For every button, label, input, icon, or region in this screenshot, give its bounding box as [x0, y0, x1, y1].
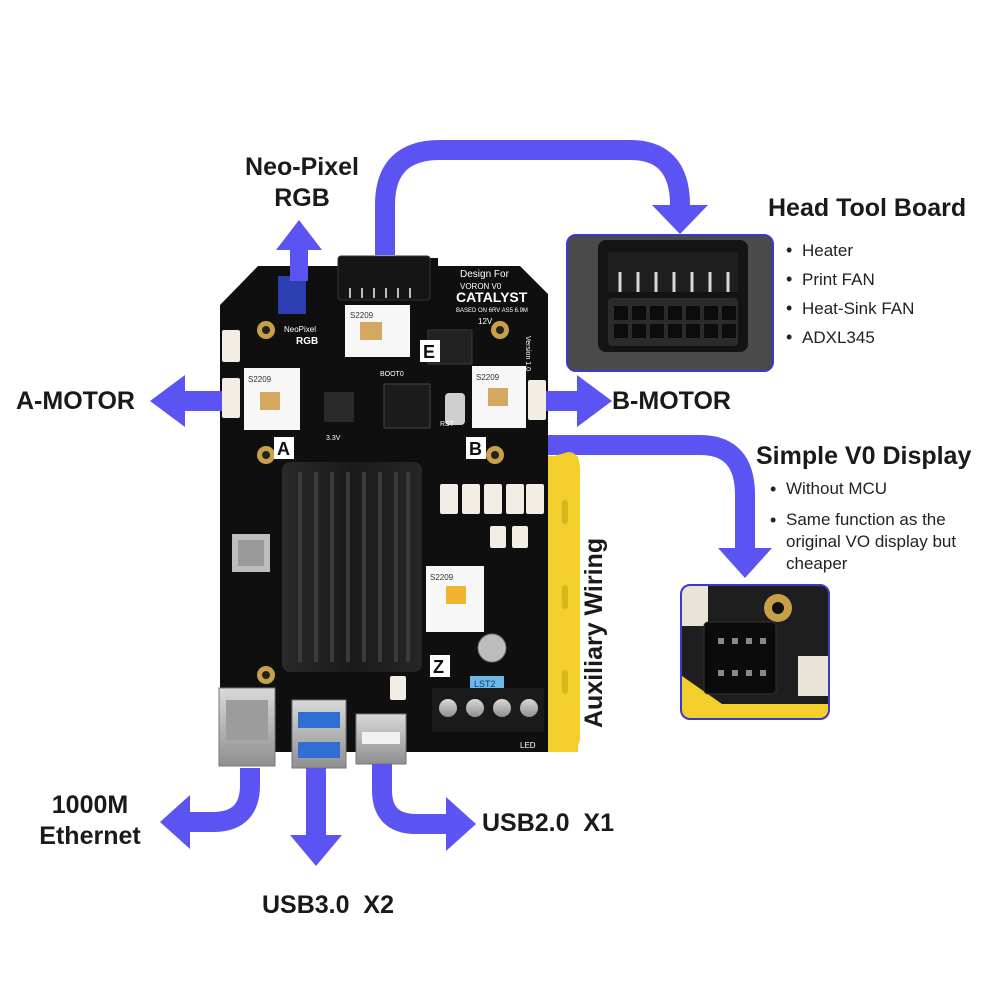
- display-photo: [680, 584, 830, 720]
- catalyst-board: [218, 255, 548, 769]
- display-connector-icon: [682, 586, 828, 718]
- b-motor-label: B-MOTOR: [612, 387, 731, 415]
- neopixel-label: Neo-Pixel RGB: [222, 152, 382, 214]
- b-motor-arrowhead: [577, 375, 612, 427]
- silk-version: Version 1.0: [524, 336, 531, 371]
- head-tool-board-list: Heater Print FAN Heat-Sink FAN ADXL345: [786, 236, 986, 352]
- silk-3v3: 3.3V: [326, 435, 341, 442]
- a-motor-arrow-shaft: [180, 391, 222, 411]
- silk-rst: RST: [440, 421, 455, 428]
- usb3-arrowhead: [290, 835, 342, 866]
- ethernet-arrow: [185, 768, 260, 832]
- ethernet-label: 1000M Ethernet: [28, 790, 152, 852]
- head-tool-board-photo: [566, 234, 774, 372]
- display-arrow: [545, 435, 755, 552]
- a-motor-arrowhead: [150, 375, 185, 427]
- list-item: Without MCU: [770, 478, 970, 500]
- list-item: Heat-Sink FAN: [786, 294, 986, 323]
- silk-catalyst: CATALYST: [456, 289, 528, 305]
- silk-led: LED: [520, 741, 536, 750]
- head-tool-board-title: Head Tool Board: [768, 194, 967, 222]
- connector-icon: [568, 236, 772, 370]
- list-item: Print FAN: [786, 265, 986, 294]
- axis-z-label: Z: [433, 657, 444, 677]
- silk-voron: VORON V0: [460, 282, 502, 291]
- driver-chip-z: S2209: [430, 573, 454, 582]
- silk-12v: 12V: [478, 317, 493, 326]
- usb2-arrow: [372, 764, 450, 834]
- neopixel-arrow-shaft: [290, 245, 308, 281]
- usb2-arrowhead: [446, 797, 476, 851]
- driver-chip-b: S2209: [476, 373, 500, 382]
- auxiliary-wiring-label: Auxiliary Wiring: [580, 537, 608, 728]
- axis-e-label: E: [423, 342, 435, 362]
- silk-subtitle: BASED ON 6RV AS5 6.9M: [456, 308, 528, 314]
- display-arrowhead: [718, 548, 772, 578]
- list-item: Same function as the original VO display…: [770, 509, 970, 575]
- auxiliary-board: [548, 452, 580, 752]
- silk-design-for: Design For: [460, 269, 510, 280]
- display-title: Simple V0 Display: [756, 442, 972, 470]
- axis-a-label: A: [277, 439, 290, 459]
- ethernet-label-line1: 1000M: [51, 791, 129, 819]
- silk-rgb: RGB: [296, 336, 318, 347]
- list-item: ADXL345: [786, 323, 986, 352]
- neopixel-arrowhead: [276, 220, 322, 250]
- usb3-label: USB3.0 X2: [262, 891, 395, 919]
- driver-chip-e: S2209: [350, 311, 374, 320]
- list-item: Heater: [786, 236, 986, 265]
- usb2-label: USB2.0 X1: [482, 809, 615, 837]
- silk-fuse: LST2: [474, 679, 496, 689]
- usb3-arrow-shaft: [306, 768, 326, 840]
- driver-chip-a: S2209: [248, 375, 272, 384]
- head-tool-arrow: [375, 140, 690, 255]
- silk-neopixel: NeoPixel: [284, 325, 316, 334]
- silk-boot: BOOT0: [380, 371, 404, 378]
- axis-b-label: B: [469, 439, 482, 459]
- display-list: Without MCU Same function as the origina…: [770, 478, 970, 584]
- b-motor-arrow-shaft: [546, 391, 582, 411]
- ethernet-label-line2: Ethernet: [39, 822, 141, 850]
- neopixel-label-line2: RGB: [274, 184, 330, 212]
- ethernet-arrowhead: [160, 795, 190, 849]
- a-motor-label: A-MOTOR: [16, 387, 135, 415]
- neopixel-label-line1: Neo-Pixel: [245, 153, 359, 181]
- head-tool-arrowhead: [652, 205, 708, 234]
